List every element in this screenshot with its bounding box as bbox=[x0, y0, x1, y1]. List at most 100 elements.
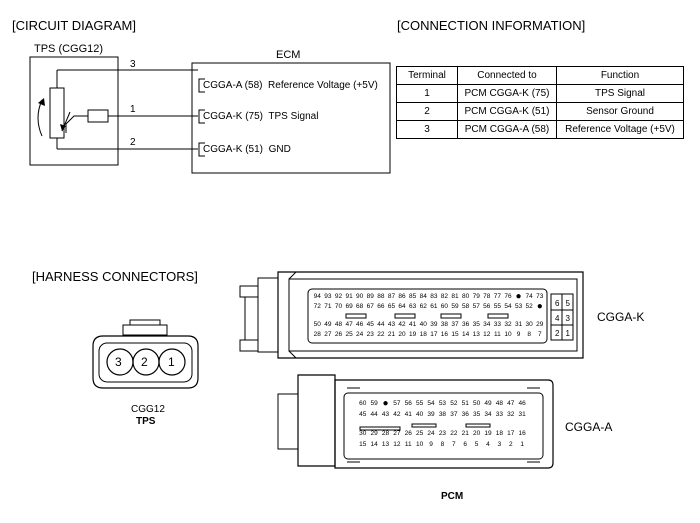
pin-number: 31 bbox=[518, 411, 526, 418]
cell-terminal: 3 bbox=[396, 120, 458, 139]
table-row: 2 PCM CGGA-K (51) Sensor Ground bbox=[396, 102, 684, 121]
pcm-label: PCM bbox=[441, 491, 464, 502]
table-row: 1 PCM CGGA-K (75) TPS Signal bbox=[396, 84, 684, 103]
pin-number: 12 bbox=[393, 441, 401, 448]
pin-number: 36 bbox=[461, 321, 470, 328]
pin-1: 1 bbox=[130, 104, 136, 115]
cell-terminal: 2 bbox=[396, 102, 458, 121]
pin-number: 10 bbox=[416, 441, 424, 448]
cgga-k-connector bbox=[239, 271, 584, 359]
pin-number: 22 bbox=[450, 430, 458, 437]
pin-number: 34 bbox=[484, 411, 492, 418]
pin-number: 8 bbox=[440, 441, 445, 448]
pin-number: 46 bbox=[518, 400, 526, 407]
pin-number: 68 bbox=[356, 303, 364, 310]
pin-2: 2 bbox=[130, 137, 136, 148]
pin-number: 33 bbox=[495, 411, 503, 418]
pin-number: 53 bbox=[438, 400, 447, 407]
pin-number: 44 bbox=[370, 411, 378, 418]
ecm-pin-tps: CGGA-K (75) TPS Signal bbox=[203, 111, 318, 122]
table-header-row: Terminal Connected to Function bbox=[396, 66, 684, 85]
pin-number: 20 bbox=[472, 430, 481, 437]
pin-number: 89 bbox=[366, 293, 374, 300]
pin-number: 8 bbox=[527, 331, 531, 338]
pin-number: 29 bbox=[536, 321, 544, 328]
tps-pin-1: 1 bbox=[168, 355, 175, 369]
pin-number: 61 bbox=[430, 303, 438, 310]
pin-number: 92 bbox=[334, 293, 343, 300]
pin-number: 11 bbox=[404, 441, 412, 448]
pin-number: 78 bbox=[483, 293, 491, 300]
ecm-pin-gnd: CGGA-K (51) GND bbox=[203, 144, 291, 155]
pin-number: 57 bbox=[393, 400, 401, 407]
pin-number: 3 bbox=[565, 314, 570, 323]
pin-number: 27 bbox=[393, 430, 401, 437]
pin-number: 81 bbox=[451, 293, 459, 300]
pin-number: 9 bbox=[516, 331, 521, 338]
pin-number: 16 bbox=[518, 430, 526, 437]
cell-function: TPS Signal bbox=[556, 84, 684, 103]
harness-connectors-title: [HARNESS CONNECTORS] bbox=[32, 269, 198, 284]
tps-sensor-box bbox=[29, 56, 119, 166]
pin-number: 84 bbox=[419, 293, 427, 300]
tps-pin-3: 3 bbox=[115, 355, 122, 369]
connection-table: Terminal Connected to Function 1 PCM CGG… bbox=[396, 66, 684, 139]
ecm-label: ECM bbox=[276, 49, 301, 61]
pin-number: 54 bbox=[427, 400, 435, 407]
pin-number: 49 bbox=[484, 400, 492, 407]
pin-number: 21 bbox=[387, 331, 396, 338]
pin-number: 71 bbox=[324, 303, 332, 310]
pin-number: 45 bbox=[366, 321, 374, 328]
pin-number: 52 bbox=[450, 400, 458, 407]
pin-number: 58 bbox=[461, 303, 470, 310]
pin-number: 39 bbox=[430, 321, 438, 328]
pin-number: 10 bbox=[504, 331, 512, 338]
pin-number: 66 bbox=[377, 303, 385, 310]
table-row: 3 PCM CGGA-A (58) Reference Voltage (+5V… bbox=[396, 120, 684, 139]
pin-number: 55 bbox=[493, 303, 501, 310]
pin-number: 50 bbox=[472, 400, 481, 407]
pin-number: 56 bbox=[404, 400, 412, 407]
cgga-a-connector bbox=[277, 374, 554, 469]
pin-number: 34 bbox=[483, 321, 491, 328]
pin-number: 38 bbox=[438, 411, 447, 418]
pin-number: 1 bbox=[565, 329, 570, 338]
pin-number: 14 bbox=[461, 331, 470, 338]
pin-number: 74 bbox=[525, 293, 533, 300]
pin-number: 87 bbox=[387, 293, 396, 300]
pin-number: 35 bbox=[472, 411, 481, 418]
pin-number: 1 bbox=[520, 441, 524, 448]
pin-number: 57 bbox=[472, 303, 480, 310]
pin-number: 5 bbox=[474, 441, 479, 448]
pin-number: 76 bbox=[504, 293, 512, 300]
pin-number: 24 bbox=[427, 430, 435, 437]
pin-number: 4 bbox=[486, 441, 490, 448]
pin-number: 70 bbox=[334, 303, 343, 310]
pin-number: 85 bbox=[409, 293, 417, 300]
pin-number: 41 bbox=[409, 321, 417, 328]
pin-number: 40 bbox=[419, 321, 427, 328]
pin-number: 15 bbox=[451, 331, 459, 338]
pin-number: 19 bbox=[409, 331, 417, 338]
pin-number: 25 bbox=[345, 331, 353, 338]
ecm-pin-id: CGGA-A (58) bbox=[203, 80, 263, 91]
pin-number: 16 bbox=[440, 331, 449, 338]
pin-number: 54 bbox=[504, 303, 512, 310]
pin-number: 6 bbox=[463, 441, 468, 448]
blank-pin-icon: ● bbox=[382, 398, 389, 409]
blank-pin-icon: ● bbox=[515, 291, 522, 302]
pin-number: 63 bbox=[409, 303, 417, 310]
cell-function: Reference Voltage (+5V) bbox=[556, 120, 684, 139]
pin-number: 86 bbox=[398, 293, 406, 300]
col-function: Function bbox=[556, 66, 684, 85]
pin-number: 37 bbox=[451, 321, 459, 328]
pin-number: 28 bbox=[381, 430, 390, 437]
pin-number: 82 bbox=[440, 293, 449, 300]
pin-number: 83 bbox=[430, 293, 438, 300]
cgga-k-label: CGGA-K bbox=[597, 310, 645, 324]
pin-number: 26 bbox=[404, 430, 412, 437]
